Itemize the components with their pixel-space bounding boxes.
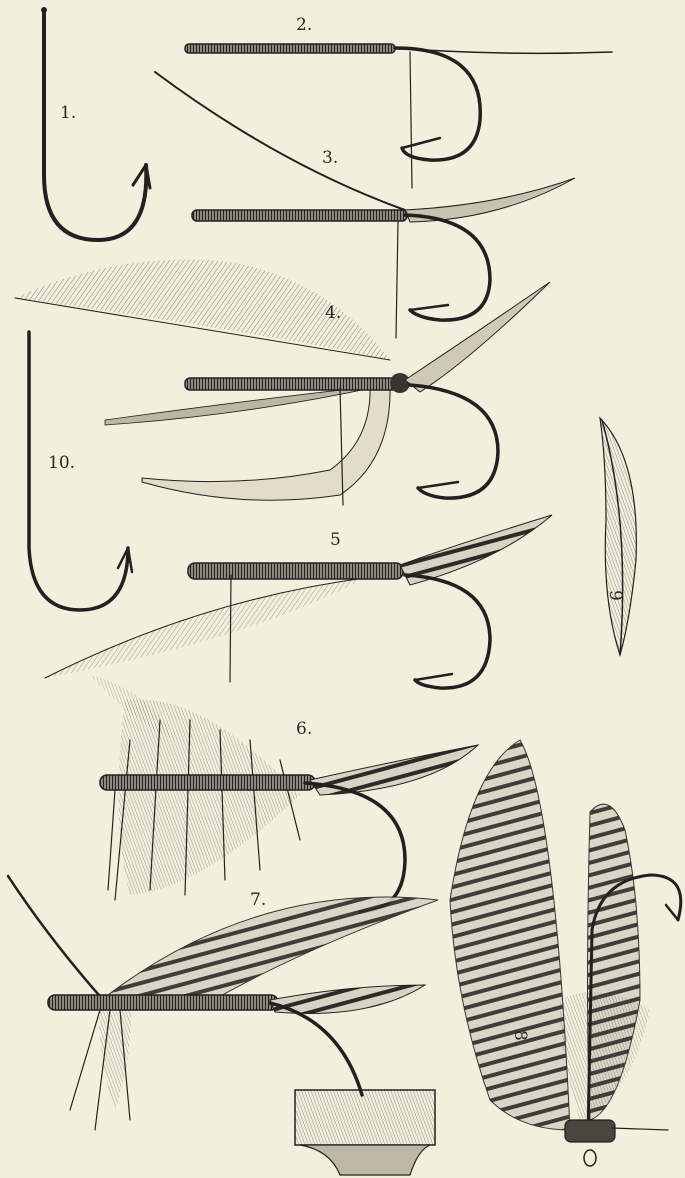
figure-label-10: 10.	[48, 453, 75, 473]
figure-label-6: 6.	[296, 719, 312, 739]
hook-figure-5	[45, 515, 552, 740]
figure-label-9: 9	[605, 590, 625, 601]
fly-figure-8	[450, 740, 681, 1166]
fly-figure-6	[100, 699, 478, 912]
figure-label-5: 5	[330, 530, 341, 550]
figure-label-1: 1.	[60, 103, 76, 123]
feather-figure-9	[600, 418, 636, 655]
figure-label-3: 3.	[322, 148, 338, 168]
figure-label-8: 8.	[510, 1030, 530, 1046]
hook-figure-2	[185, 44, 612, 188]
vice-clamp	[295, 1090, 435, 1175]
figure-label-4: 4.	[325, 303, 341, 323]
figure-label-2: 2.	[296, 15, 312, 35]
fly-figure-7	[8, 876, 438, 1175]
hook-figure-1	[41, 7, 150, 240]
hook-figure-10	[29, 332, 132, 610]
figure-label-7: 7.	[250, 890, 266, 910]
hook-figure-4	[15, 260, 550, 505]
